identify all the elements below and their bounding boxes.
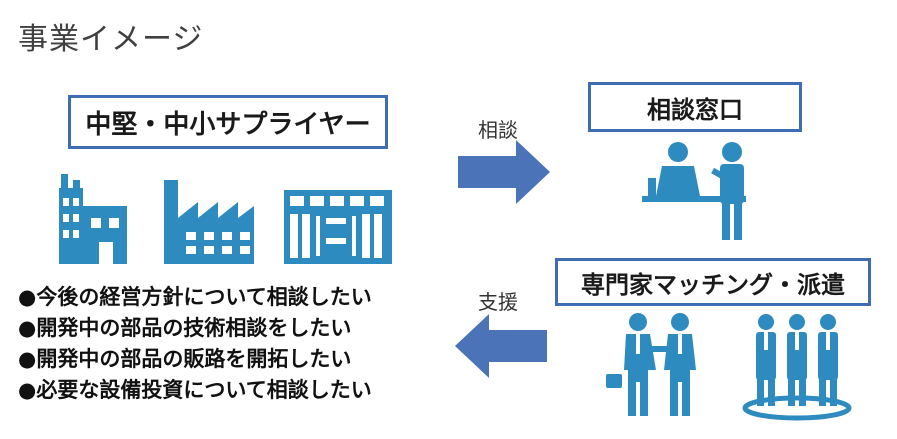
- expert-matching-box: 専門家マッチング・派遣: [555, 258, 871, 306]
- list-item: ●開発中の部品の販路を開拓したい: [18, 347, 352, 371]
- needs-list: ●今後の経営方針について相談したい ●開発中の部品の技術相談をしたい ●開発中の…: [18, 282, 372, 406]
- arrow-left-icon: [455, 314, 547, 378]
- consult-window-box: 相談窓口: [588, 82, 802, 132]
- list-item: ●今後の経営方針について相談したい: [18, 285, 372, 309]
- arrow-consult-label: 相談: [478, 118, 518, 142]
- supplier-box: 中堅・中小サプライヤー: [68, 95, 388, 149]
- list-item: ●必要な設備投資について相談したい: [18, 378, 372, 402]
- factory-saw-roof-icon: [164, 180, 254, 264]
- handshake-icon: [606, 313, 696, 416]
- consult-window-label: 相談窓口: [647, 95, 743, 124]
- arrow-support-label: 支援: [478, 290, 518, 314]
- reception-desk-icon: [642, 142, 746, 240]
- factory-building-icon: [59, 174, 127, 264]
- expert-matching-label: 専門家マッチング・派遣: [581, 270, 845, 299]
- page-title: 事業イメージ: [18, 22, 204, 57]
- arrow-right-icon: [458, 140, 550, 204]
- supplier-label: 中堅・中小サプライヤー: [85, 109, 371, 140]
- list-item: ●開発中の部品の技術相談をしたい: [18, 316, 352, 340]
- office-building-icon: [284, 190, 392, 264]
- group-of-people-icon: [742, 314, 852, 421]
